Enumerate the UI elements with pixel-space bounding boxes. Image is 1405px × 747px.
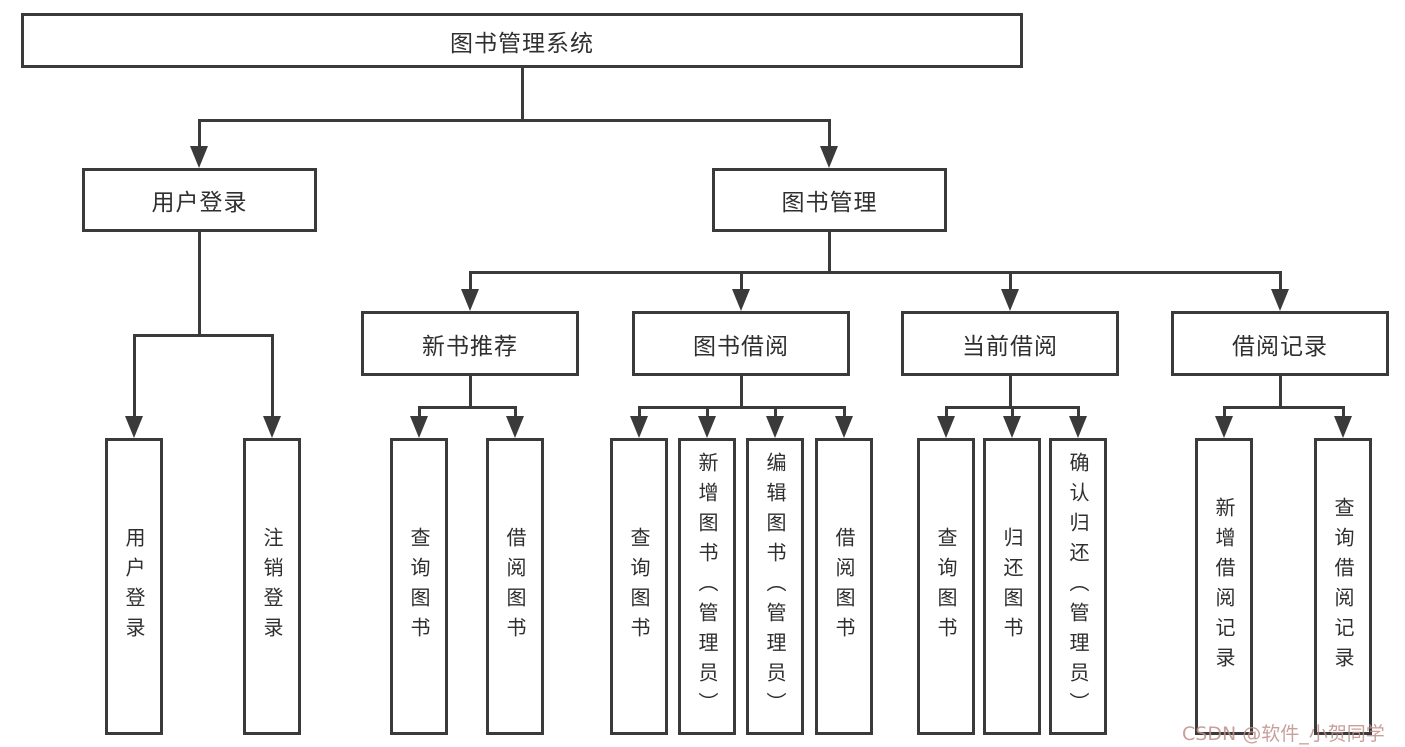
arrowhead-to-nb-query-books	[410, 416, 428, 438]
arrowhead-to-cb-return-books	[1003, 416, 1021, 438]
leaf-label: 查询图书	[934, 526, 958, 647]
arrowhead-to-bb-edit-books	[766, 416, 784, 438]
connector-bb-shaft-4	[842, 406, 846, 419]
connector-cb-shaft-1	[944, 406, 948, 419]
connector-book-mgmt-shaft-4	[1278, 271, 1282, 293]
arrowhead-to-bb-borrow-books	[835, 416, 853, 438]
connector-cb-shaft-2	[1010, 406, 1014, 419]
connector-br-shaft-1	[1222, 406, 1226, 419]
connector-user-login-stem	[197, 230, 201, 337]
node-new-book-recommend: 新书推荐	[361, 311, 579, 376]
connector-cb-stem	[1008, 374, 1012, 409]
connector-nb-bar	[417, 406, 517, 409]
node-label: 新书推荐	[422, 333, 518, 360]
csdn-watermark: CSDN @软件_小贺同学	[1182, 723, 1385, 745]
leaf-cb-return-books: 归还图书	[983, 438, 1041, 735]
connector-root-right-shaft	[827, 119, 831, 150]
node-label: 图书管理系统	[450, 30, 594, 57]
leaf-label: 查询图书	[627, 526, 651, 647]
node-borrow-records: 借阅记录	[1171, 311, 1389, 376]
arrowhead-to-bb-add-books	[698, 416, 716, 438]
leaf-bb-borrow-books: 借阅图书	[815, 438, 873, 735]
node-label: 当前借阅	[962, 333, 1058, 360]
leaf-label: 归还图书	[1000, 526, 1024, 647]
arrowhead-to-book-management	[820, 146, 838, 168]
arrowhead-to-book-borrow	[732, 289, 750, 311]
node-root-book-management-system: 图书管理系统	[21, 13, 1023, 68]
connector-nb-shaft-1	[417, 406, 421, 419]
connector-root-left-shaft	[197, 119, 201, 150]
arrowhead-to-cb-confirm-return	[1069, 416, 1087, 438]
arrowhead-to-current-borrow	[1001, 289, 1019, 311]
connector-bb-stem	[739, 374, 743, 409]
node-current-borrow: 当前借阅	[901, 311, 1119, 376]
leaf-user-login: 用户登录	[105, 438, 163, 735]
arrowhead-to-leaf-logout	[263, 416, 281, 438]
leaf-label: 编辑图书（管理员）	[763, 451, 787, 722]
connector-cb-shaft-3	[1076, 406, 1080, 419]
connector-user-login-shaft-2	[270, 334, 274, 419]
leaf-label: 借阅图书	[832, 526, 856, 647]
leaf-bb-query-books: 查询图书	[610, 438, 668, 735]
node-label: 图书借阅	[693, 333, 789, 360]
leaf-label: 新增图书（管理员）	[695, 451, 719, 722]
node-label: 图书管理	[781, 190, 878, 216]
leaf-label: 注销登录	[260, 526, 284, 647]
leaf-label: 新增借阅记录	[1212, 496, 1236, 677]
connector-book-mgmt-shaft-1	[468, 271, 472, 293]
arrowhead-to-br-add-record	[1215, 416, 1233, 438]
connector-br-shaft-2	[1341, 406, 1345, 419]
arrowhead-to-borrow-records	[1271, 289, 1289, 311]
leaf-nb-query-books: 查询图书	[390, 438, 448, 735]
connector-bb-shaft-3	[773, 406, 777, 419]
connector-book-mgmt-stem	[827, 230, 831, 274]
connector-user-login-shaft-1	[132, 334, 136, 419]
leaf-label: 查询图书	[407, 526, 431, 647]
leaf-label: 用户登录	[122, 526, 146, 647]
leaf-br-add-record: 新增借阅记录	[1195, 438, 1253, 735]
connector-book-mgmt-bar	[468, 271, 1282, 274]
arrowhead-to-br-query-record	[1334, 416, 1352, 438]
node-book-management: 图书管理	[712, 168, 947, 232]
leaf-nb-borrow-books: 借阅图书	[486, 438, 544, 735]
leaf-label: 查询借阅记录	[1331, 496, 1355, 677]
node-user-login: 用户登录	[82, 168, 317, 232]
node-label: 借阅记录	[1232, 333, 1328, 360]
arrowhead-to-leaf-user-login	[125, 416, 143, 438]
leaf-cb-confirm-return-admin: 确认归还（管理员）	[1049, 438, 1107, 735]
connector-bb-shaft-2	[705, 406, 709, 419]
node-book-borrow: 图书借阅	[632, 311, 850, 376]
connector-nb-shaft-2	[513, 406, 517, 419]
connector-br-stem	[1278, 374, 1282, 409]
leaf-label: 借阅图书	[503, 526, 527, 647]
connector-root-bar	[197, 119, 831, 122]
arrowhead-to-user-login	[190, 146, 208, 168]
leaf-br-query-record: 查询借阅记录	[1314, 438, 1372, 735]
leaf-bb-edit-books-admin: 编辑图书（管理员）	[746, 438, 804, 735]
connector-book-mgmt-shaft-2	[739, 271, 743, 293]
arrowhead-to-new-book-recommend	[461, 289, 479, 311]
leaf-logout: 注销登录	[243, 438, 301, 735]
leaf-cb-query-books: 查询图书	[917, 438, 975, 735]
connector-nb-stem	[468, 374, 472, 409]
leaf-bb-add-books-admin: 新增图书（管理员）	[678, 438, 736, 735]
connector-bb-shaft-1	[637, 406, 641, 419]
connector-book-mgmt-shaft-3	[1008, 271, 1012, 293]
arrowhead-to-nb-borrow-books	[506, 416, 524, 438]
connector-br-bar	[1222, 406, 1345, 409]
arrowhead-to-cb-query-books	[937, 416, 955, 438]
connector-user-login-bar	[132, 334, 274, 337]
connector-root-stem	[520, 66, 524, 122]
arrowhead-to-bb-query-books	[630, 416, 648, 438]
connector-bb-bar	[637, 406, 846, 409]
node-label: 用户登录	[151, 190, 248, 216]
leaf-label: 确认归还（管理员）	[1066, 451, 1090, 722]
